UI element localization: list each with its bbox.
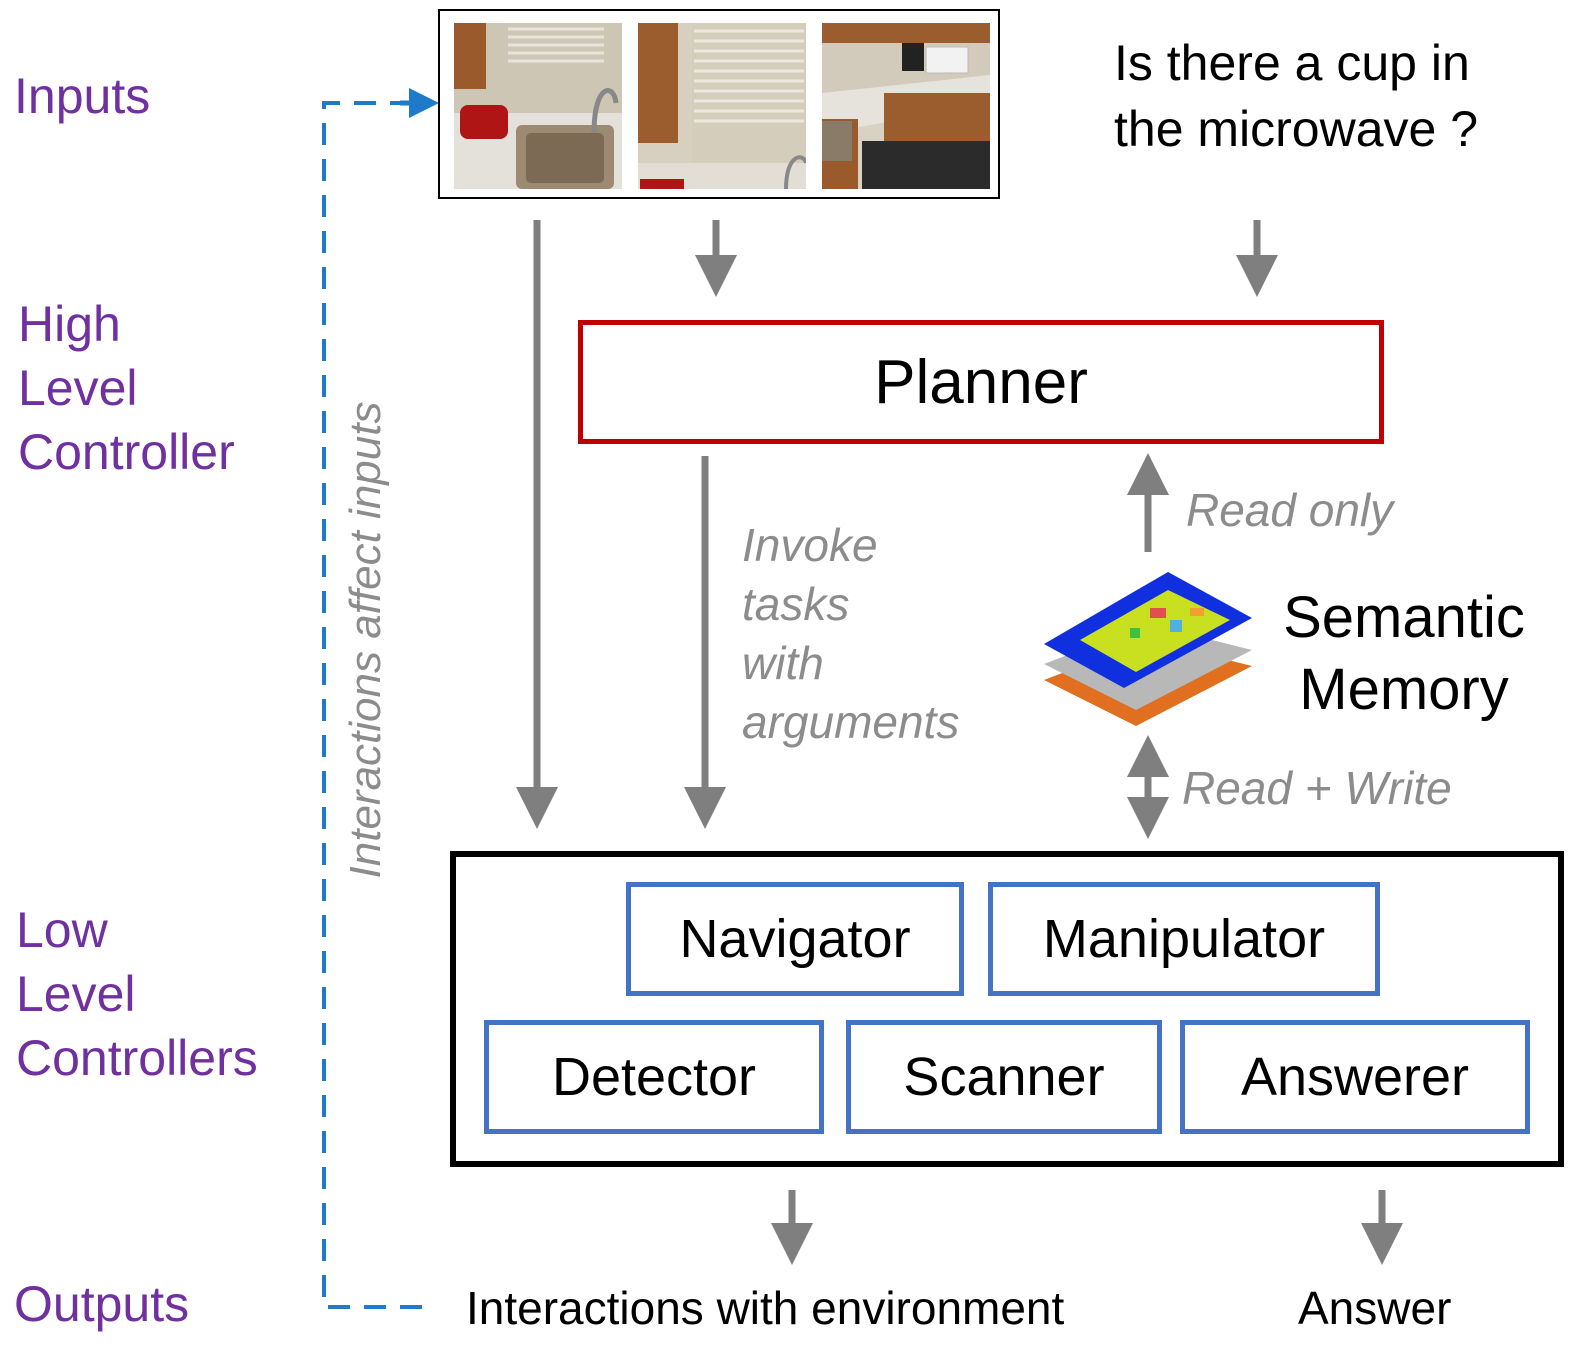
kitchen-view-3-drawing [822,23,990,189]
input-images-panel [438,9,1000,199]
low-level-controllers-box [450,851,1564,1167]
planner-label: Planner [874,347,1088,417]
planner-box: Planner [578,320,1384,444]
navigator-module: Navigator [626,882,964,996]
detector-module: Detector [484,1020,824,1134]
interactions-output-label: Interactions with environment [466,1282,1065,1334]
feedback-loop-line [322,101,422,1309]
semantic-memory-label: Semantic Memory [1283,585,1525,722]
kitchen-view-image-3 [822,23,990,189]
answerer-label: Answerer [1240,1047,1470,1107]
scanner-label: Scanner [903,1047,1105,1107]
read-write-label: Read + Write [1182,762,1452,814]
feedback-loop-label: Interactions affect inputs [341,401,390,879]
kitchen-view-image-1 [454,23,622,189]
outputs-row-label: Outputs [14,1276,190,1332]
read-only-label: Read only [1186,484,1394,536]
low-level-controllers-row-label: Low Level Controllers [16,902,258,1086]
inputs-row-label: Inputs [14,68,151,124]
semantic-memory-map-icon [1044,572,1252,726]
detector-label: Detector [551,1047,757,1107]
high-level-controller-row-label: High Level Controller [18,296,235,480]
question-text: Is there a cup in the microwave ? [1114,35,1479,157]
kitchen-view-image-2 [638,23,806,189]
kitchen-view-1-drawing [454,23,622,189]
manipulator-label: Manipulator [1042,909,1326,969]
scanner-module: Scanner [846,1020,1162,1134]
manipulator-module: Manipulator [988,882,1380,996]
kitchen-view-2-drawing [638,23,806,189]
invoke-tasks-label: Invoke tasks with arguments [742,519,960,748]
answer-output-label: Answer [1298,1282,1452,1334]
answerer-module: Answerer [1180,1020,1530,1134]
navigator-label: Navigator [679,909,911,969]
